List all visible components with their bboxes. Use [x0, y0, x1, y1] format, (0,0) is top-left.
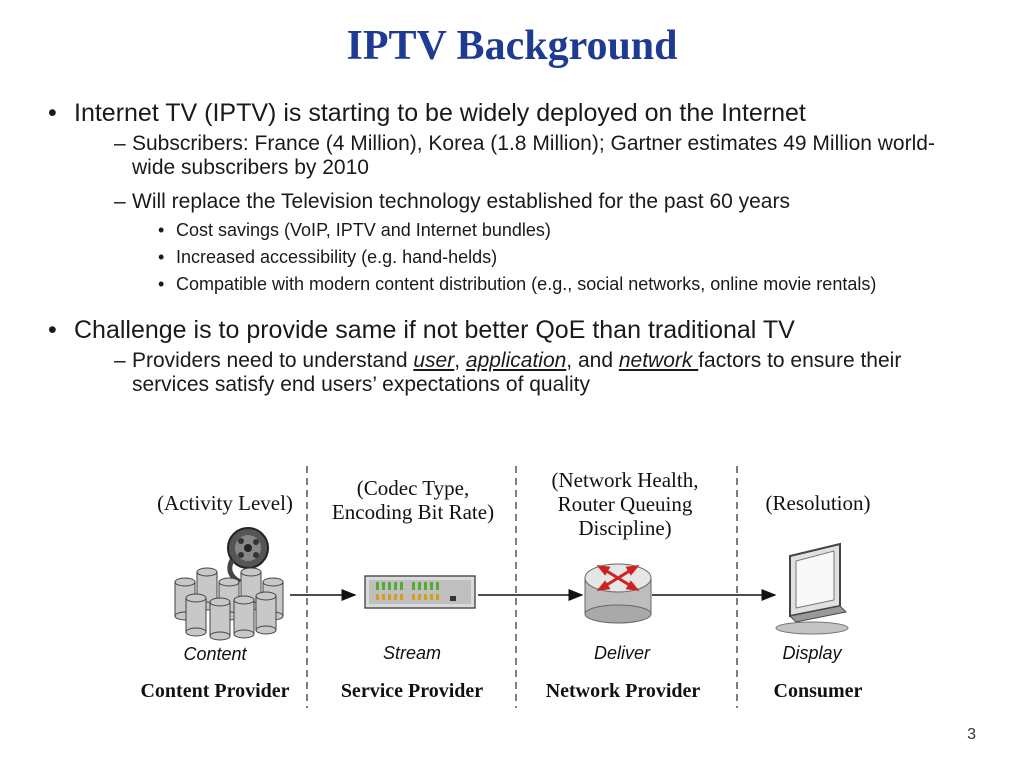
- factor-codec-bitrate: (Codec Type, Encoding Bit Rate): [331, 476, 495, 524]
- provider-content: Content Provider: [140, 680, 290, 702]
- bullet-list: Internet TV (IPTV) is starting to be wid…: [46, 98, 976, 407]
- emphasis-application: application: [465, 349, 567, 372]
- sub-bullet-item: –Providers need to understand user, appl…: [114, 349, 902, 396]
- sub-sub-bullet-item: •Increased accessibility (e.g. hand-held…: [158, 247, 498, 267]
- stage-deliver: Deliver: [593, 643, 650, 663]
- factor-network-health: (Network Health, Router Queuing Discipli…: [551, 468, 699, 540]
- slide-number: 3: [967, 726, 976, 743]
- provider-consumer: Consumer: [773, 680, 863, 702]
- provider-network: Network Provider: [545, 680, 701, 702]
- sub-bullet-item: –Will replace the Television technology …: [114, 190, 790, 213]
- diagram-graphics: [174, 466, 849, 708]
- sub-sub-bullet-item: •Cost savings (VoIP, IPTV and Internet b…: [158, 220, 551, 240]
- sub-sub-bullet-item: •Compatible with modern content distribu…: [158, 274, 877, 294]
- streaming-server-icon: [364, 575, 476, 609]
- monitor-icon: [775, 542, 849, 635]
- provider-service: Service Provider: [340, 680, 484, 702]
- iptv-delivery-diagram: (Activity Level) (Codec Type, Encoding B…: [0, 456, 1024, 716]
- bullet-item: Internet TV (IPTV) is starting to be wid…: [46, 98, 976, 128]
- emphasis-user: user: [413, 349, 455, 372]
- stage-content: Content: [183, 644, 247, 664]
- database-cluster-icon: [174, 567, 284, 641]
- factor-activity-level: (Activity Level): [157, 491, 293, 515]
- stage-stream: Stream: [382, 643, 442, 663]
- slide-title: IPTV Background: [346, 23, 678, 69]
- emphasis-network: network: [618, 349, 699, 372]
- stage-display: Display: [782, 643, 842, 663]
- sub-bullet-item: –Subscribers: France (4 Million), Korea …: [114, 132, 935, 179]
- bullet-item: Challenge is to provide same if not bett…: [46, 315, 976, 345]
- router-icon: [584, 563, 652, 624]
- factor-resolution: (Resolution): [765, 491, 871, 515]
- film-reel-icon: [227, 527, 269, 585]
